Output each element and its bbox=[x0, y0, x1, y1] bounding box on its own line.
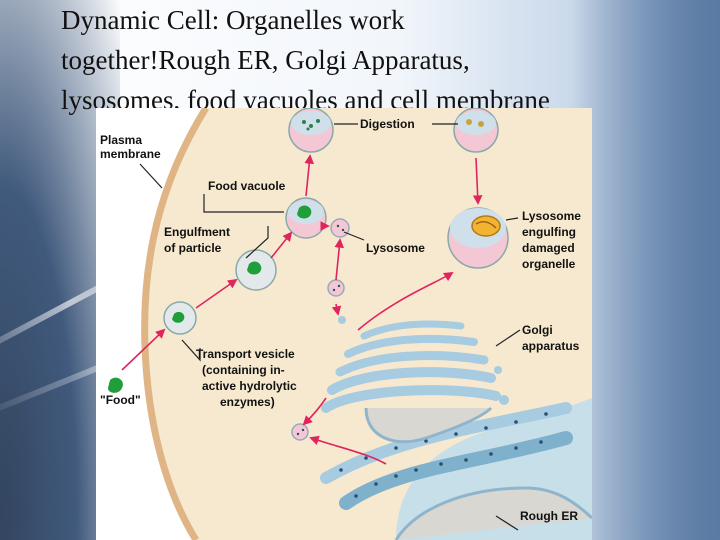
label-lysosome: Lysosome bbox=[366, 241, 425, 255]
label-plasma-membrane: membrane bbox=[100, 147, 161, 161]
diagram-canvas: Plasma membrane Digestion Food vacuole E… bbox=[96, 108, 592, 540]
label-food: "Food" bbox=[100, 393, 141, 407]
title-line: Dynamic Cell: Organelles work bbox=[61, 5, 405, 35]
autophagy-vacuole bbox=[448, 208, 508, 268]
label-golgi: Golgi bbox=[522, 323, 553, 337]
label-engulfment: Engulfment bbox=[164, 225, 230, 239]
label-plasma-membrane: Plasma bbox=[100, 133, 142, 147]
label-golgi: apparatus bbox=[522, 339, 580, 353]
label-engulfment: of particle bbox=[164, 241, 222, 255]
label-transport-vesicle: Transport vesicle bbox=[196, 347, 295, 361]
slide-title: Dynamic Cell: Organelles work together!R… bbox=[61, 0, 661, 120]
label-lysosome-engulfing: organelle bbox=[522, 257, 576, 271]
label-rough-er: Rough ER bbox=[520, 509, 578, 523]
label-lysosome-engulfing: damaged bbox=[522, 241, 575, 255]
food-particle bbox=[108, 378, 123, 393]
label-food-vacuole: Food vacuole bbox=[208, 179, 286, 193]
label-lysosome-engulfing: Lysosome bbox=[522, 209, 581, 223]
title-line: together!Rough ER, Golgi Apparatus, bbox=[61, 45, 470, 75]
label-transport-vesicle: enzymes) bbox=[220, 395, 275, 409]
label-transport-vesicle: active hydrolytic bbox=[202, 379, 297, 393]
label-lysosome-engulfing: engulfing bbox=[522, 225, 576, 239]
organelle-diagram: Plasma membrane Digestion Food vacuole E… bbox=[96, 108, 592, 540]
label-transport-vesicle: (containing in- bbox=[202, 363, 285, 377]
label-digestion: Digestion bbox=[360, 117, 415, 131]
